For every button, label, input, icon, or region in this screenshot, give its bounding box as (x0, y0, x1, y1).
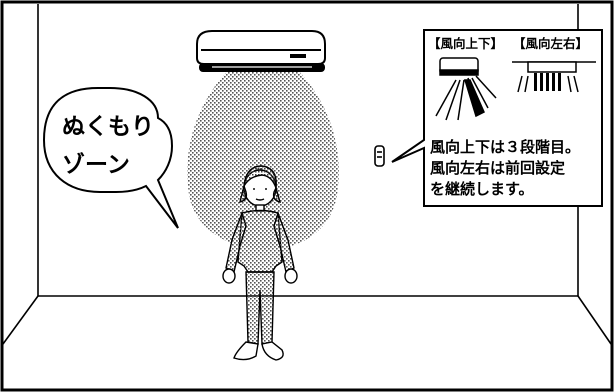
warm-zone (187, 68, 339, 250)
note-line-2: 風向左右は前回設定 (430, 159, 565, 177)
bubble-text-line2: ゾーン (62, 151, 130, 178)
label-horizontal-direction: 【風向左右】 (513, 36, 588, 51)
label-vertical-direction: 【風向上下】 (428, 36, 503, 51)
speech-bubble (42, 87, 179, 229)
note-line-1: 風向上下は３段階目。 (430, 138, 580, 156)
person-figure (222, 165, 298, 361)
note-line-3: を継続します。 (430, 180, 534, 198)
air-conditioner-icon (196, 30, 326, 72)
vertical-airflow-icon (435, 57, 497, 121)
remote-control-icon (374, 145, 385, 167)
horizontal-airflow-icon (512, 61, 596, 93)
bubble-text-line1: ぬくもり (62, 114, 154, 140)
